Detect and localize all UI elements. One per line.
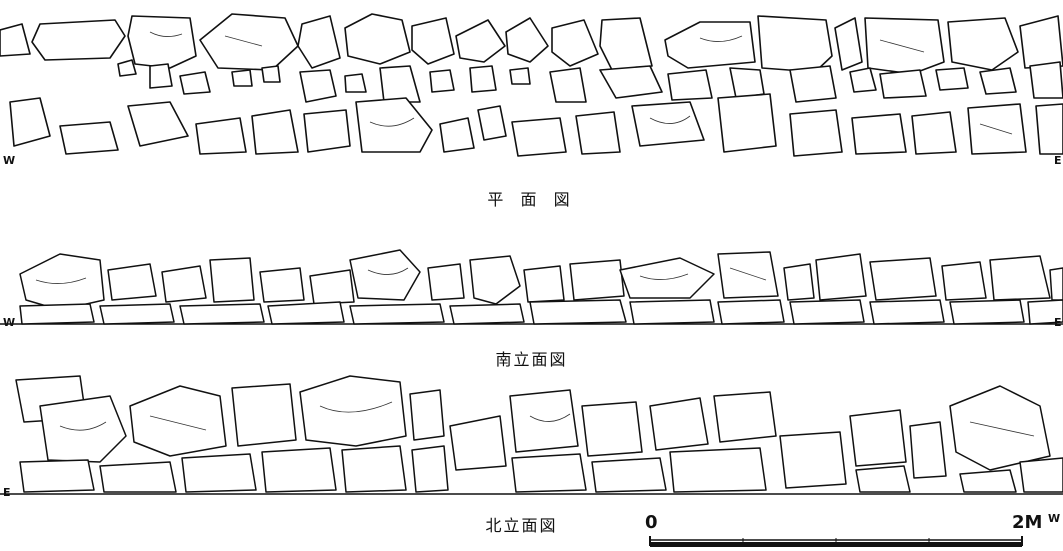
south-elevation-stones: [0, 249, 1063, 325]
north-elevation-drawing: E: [0, 366, 1063, 502]
north-elevation-stones: [0, 375, 1063, 495]
south-west-marker: W: [3, 316, 16, 329]
north-west-marker: W: [1048, 512, 1061, 525]
plan-caption: 平 面 図: [487, 190, 576, 209]
north-east-marker: E: [3, 486, 11, 499]
scale-end-label: 2M: [1012, 512, 1043, 533]
scale-start-label: 0: [645, 512, 658, 533]
scale-bar-graphic: [649, 536, 1023, 547]
south-east-marker: E: [1054, 316, 1062, 329]
north-elevation-caption: 北立面図: [485, 516, 558, 535]
plan-west-marker: W: [3, 154, 16, 167]
south-elevation-caption: 南立面図: [495, 350, 568, 369]
plan-stones: [0, 13, 1063, 157]
south-elevation-drawing: W E: [0, 240, 1063, 332]
plan-view-drawing: W E: [0, 6, 1063, 167]
plan-east-marker: E: [1054, 154, 1062, 167]
